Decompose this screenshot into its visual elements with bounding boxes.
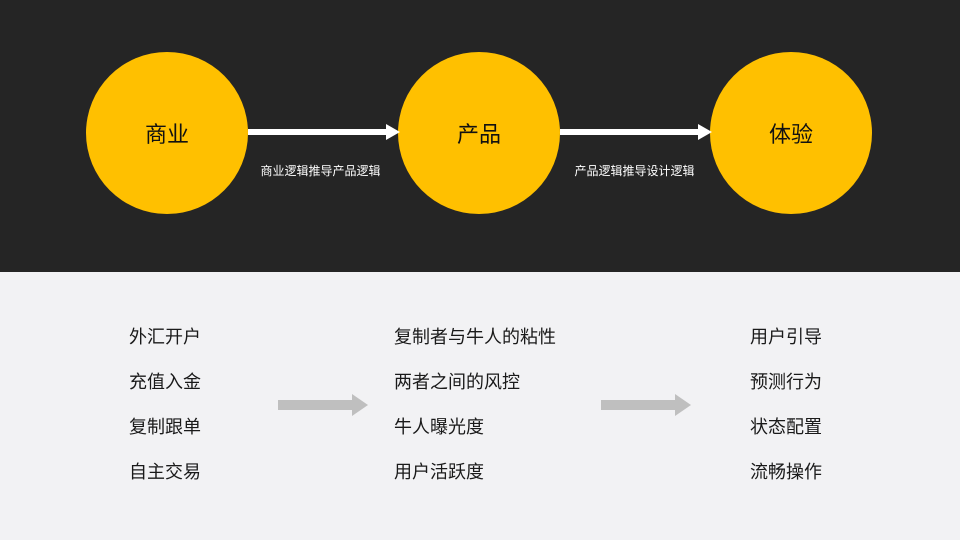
list-item: 外汇开户 bbox=[129, 327, 201, 348]
stage-label-product: 产品 bbox=[456, 123, 501, 148]
list-item: 状态配置 bbox=[750, 417, 822, 438]
list-item: 用户引导 bbox=[750, 327, 822, 348]
arrow-right-icon bbox=[278, 394, 368, 416]
bottom-band bbox=[0, 272, 960, 540]
column-business: 外汇开户 充值入金 复制跟单 自主交易 bbox=[129, 326, 201, 506]
list-item: 自主交易 bbox=[129, 462, 201, 483]
list-item: 用户活跃度 bbox=[394, 462, 484, 483]
list-item: 两者之间的风控 bbox=[394, 372, 520, 393]
column-experience: 用户引导 预测行为 状态配置 流畅操作 bbox=[750, 326, 822, 506]
list-item: 复制者与牛人的粘性 bbox=[394, 327, 556, 348]
stage-label-experience: 体验 bbox=[768, 123, 813, 148]
list-item: 预测行为 bbox=[750, 372, 822, 393]
list-item: 流畅操作 bbox=[750, 462, 822, 483]
arrow-right-icon bbox=[248, 124, 400, 140]
list-item: 复制跟单 bbox=[129, 417, 201, 438]
list-item: 牛人曝光度 bbox=[394, 417, 484, 438]
arrow-right-icon bbox=[601, 394, 691, 416]
stage-circle-business: 商业 bbox=[86, 52, 248, 214]
stage-circle-experience: 体验 bbox=[710, 52, 872, 214]
connector-label-product-to-design: 产品逻辑推导设计逻辑 bbox=[574, 164, 695, 178]
column-product: 复制者与牛人的粘性 两者之间的风控 牛人曝光度 用户活跃度 bbox=[394, 326, 556, 506]
list-item: 充值入金 bbox=[129, 372, 201, 393]
stage-circle-product: 产品 bbox=[398, 52, 560, 214]
stage-label-business: 商业 bbox=[144, 123, 189, 148]
arrow-right-icon bbox=[560, 124, 712, 140]
connector-label-business-to-product: 商业逻辑推导产品逻辑 bbox=[260, 164, 381, 178]
